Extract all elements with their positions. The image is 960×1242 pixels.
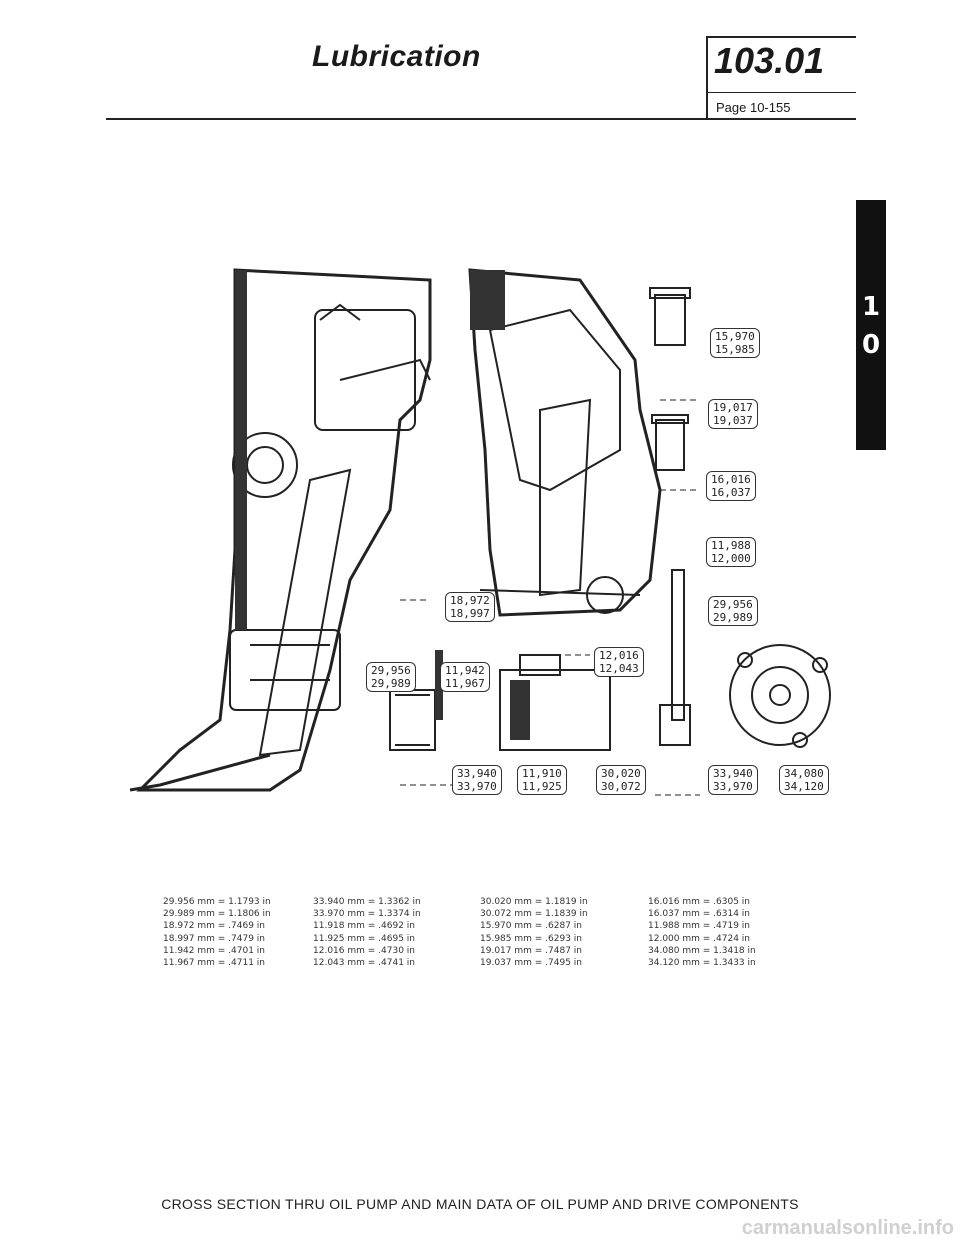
page-title: Lubrication [312, 40, 481, 73]
section-number: 103.01 [714, 40, 825, 81]
watermark: carmanualsonline.info [741, 1217, 954, 1239]
conversion-column: 30.020 mm = 1.1819 in 30.072 mm = 1.1839… [480, 896, 588, 969]
conversion-row: 11.918 mm = .4692 in [313, 921, 415, 932]
conversion-row: 12.000 mm = .4724 in [648, 933, 750, 944]
conversion-column: 29.956 mm = 1.1793 in 29.989 mm = 1.1806… [163, 896, 271, 969]
conversion-row: 34.120 mm = 1.3433 in [648, 958, 756, 969]
conversion-column: 16.016 mm = .6305 in 16.037 mm = .6314 i… [648, 896, 756, 969]
oil-pump-cross-section-drawing [129, 268, 831, 796]
header-rule [106, 118, 856, 120]
conversion-row: 12.043 mm = .4741 in [313, 958, 415, 969]
header-box-mid [706, 92, 856, 93]
conversion-column: 33.940 mm = 1.3362 in 33.970 mm = 1.3374… [313, 896, 421, 969]
section-tab [856, 200, 886, 450]
conversion-row: 29.956 mm = 1.1793 in [163, 897, 271, 907]
conversion-row: 19.037 mm = .7495 in [480, 958, 582, 969]
header-box-top [706, 36, 856, 38]
figure-caption: CROSS SECTION THRU OIL PUMP AND MAIN DAT… [161, 1196, 799, 1212]
conversion-row: 11.988 mm = .4719 in [648, 921, 750, 932]
conversion-row: 30.020 mm = 1.1819 in [480, 897, 588, 907]
conversion-row: 11.967 mm = .4711 in [163, 958, 265, 969]
conversion-row: 19.017 mm = .7487 in [480, 945, 582, 956]
conversion-row: 18.997 mm = .7479 in [163, 933, 265, 944]
conversion-row: 33.970 mm = 1.3374 in [313, 909, 421, 920]
conversion-row: 16.016 mm = .6305 in [648, 897, 750, 907]
conversion-row: 11.925 mm = .4695 in [313, 933, 415, 944]
conversion-row: 16.037 mm = .6314 in [648, 909, 750, 920]
section-tab-digit: 1 [862, 292, 881, 322]
conversion-row: 34.080 mm = 1.3418 in [648, 945, 756, 956]
page-number: Page 10-155 [716, 100, 791, 115]
conversion-row: 15.970 mm = .6287 in [480, 921, 582, 932]
conversion-row: 12.016 mm = .4730 in [313, 945, 415, 956]
section-tab-digit: 0 [862, 330, 881, 360]
conversion-row: 33.940 mm = 1.3362 in [313, 897, 421, 907]
conversion-row: 15.985 mm = .6293 in [480, 933, 582, 944]
conversion-row: 29.989 mm = 1.1806 in [163, 909, 271, 920]
conversion-row: 30.072 mm = 1.1839 in [480, 909, 588, 920]
conversion-row: 18.972 mm = .7469 in [163, 921, 265, 932]
header-box-left [706, 36, 708, 120]
conversion-row: 11.942 mm = .4701 in [163, 945, 265, 956]
